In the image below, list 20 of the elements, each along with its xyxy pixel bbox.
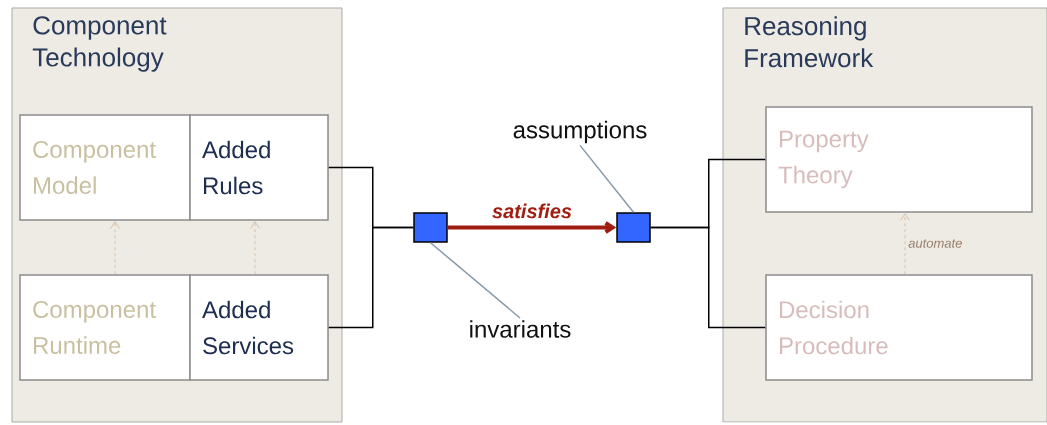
- leader-line: [579, 144, 635, 213]
- component-box: Property Theory: [765, 106, 1033, 213]
- connector-line: [328, 226, 414, 329]
- connector-line: [650, 226, 766, 329]
- component-box: Decision Procedure: [765, 274, 1033, 381]
- arrow: [900, 213, 910, 275]
- edge-label: satisfies: [492, 203, 572, 219]
- component-box: Added Services: [189, 274, 329, 381]
- component-box: Component Model: [19, 114, 191, 221]
- component-box: Component Runtime: [19, 274, 191, 381]
- port-square: [616, 212, 651, 243]
- arrow: [447, 221, 617, 234]
- leader-line: [429, 242, 521, 319]
- arrow: [110, 221, 120, 275]
- port-label: assumptions: [513, 120, 647, 144]
- port-square: [413, 212, 448, 243]
- component-box: Added Rules: [189, 114, 329, 221]
- edge-label: automate: [908, 239, 962, 248]
- port-label: invariants: [470, 320, 571, 338]
- arrow: [250, 221, 260, 275]
